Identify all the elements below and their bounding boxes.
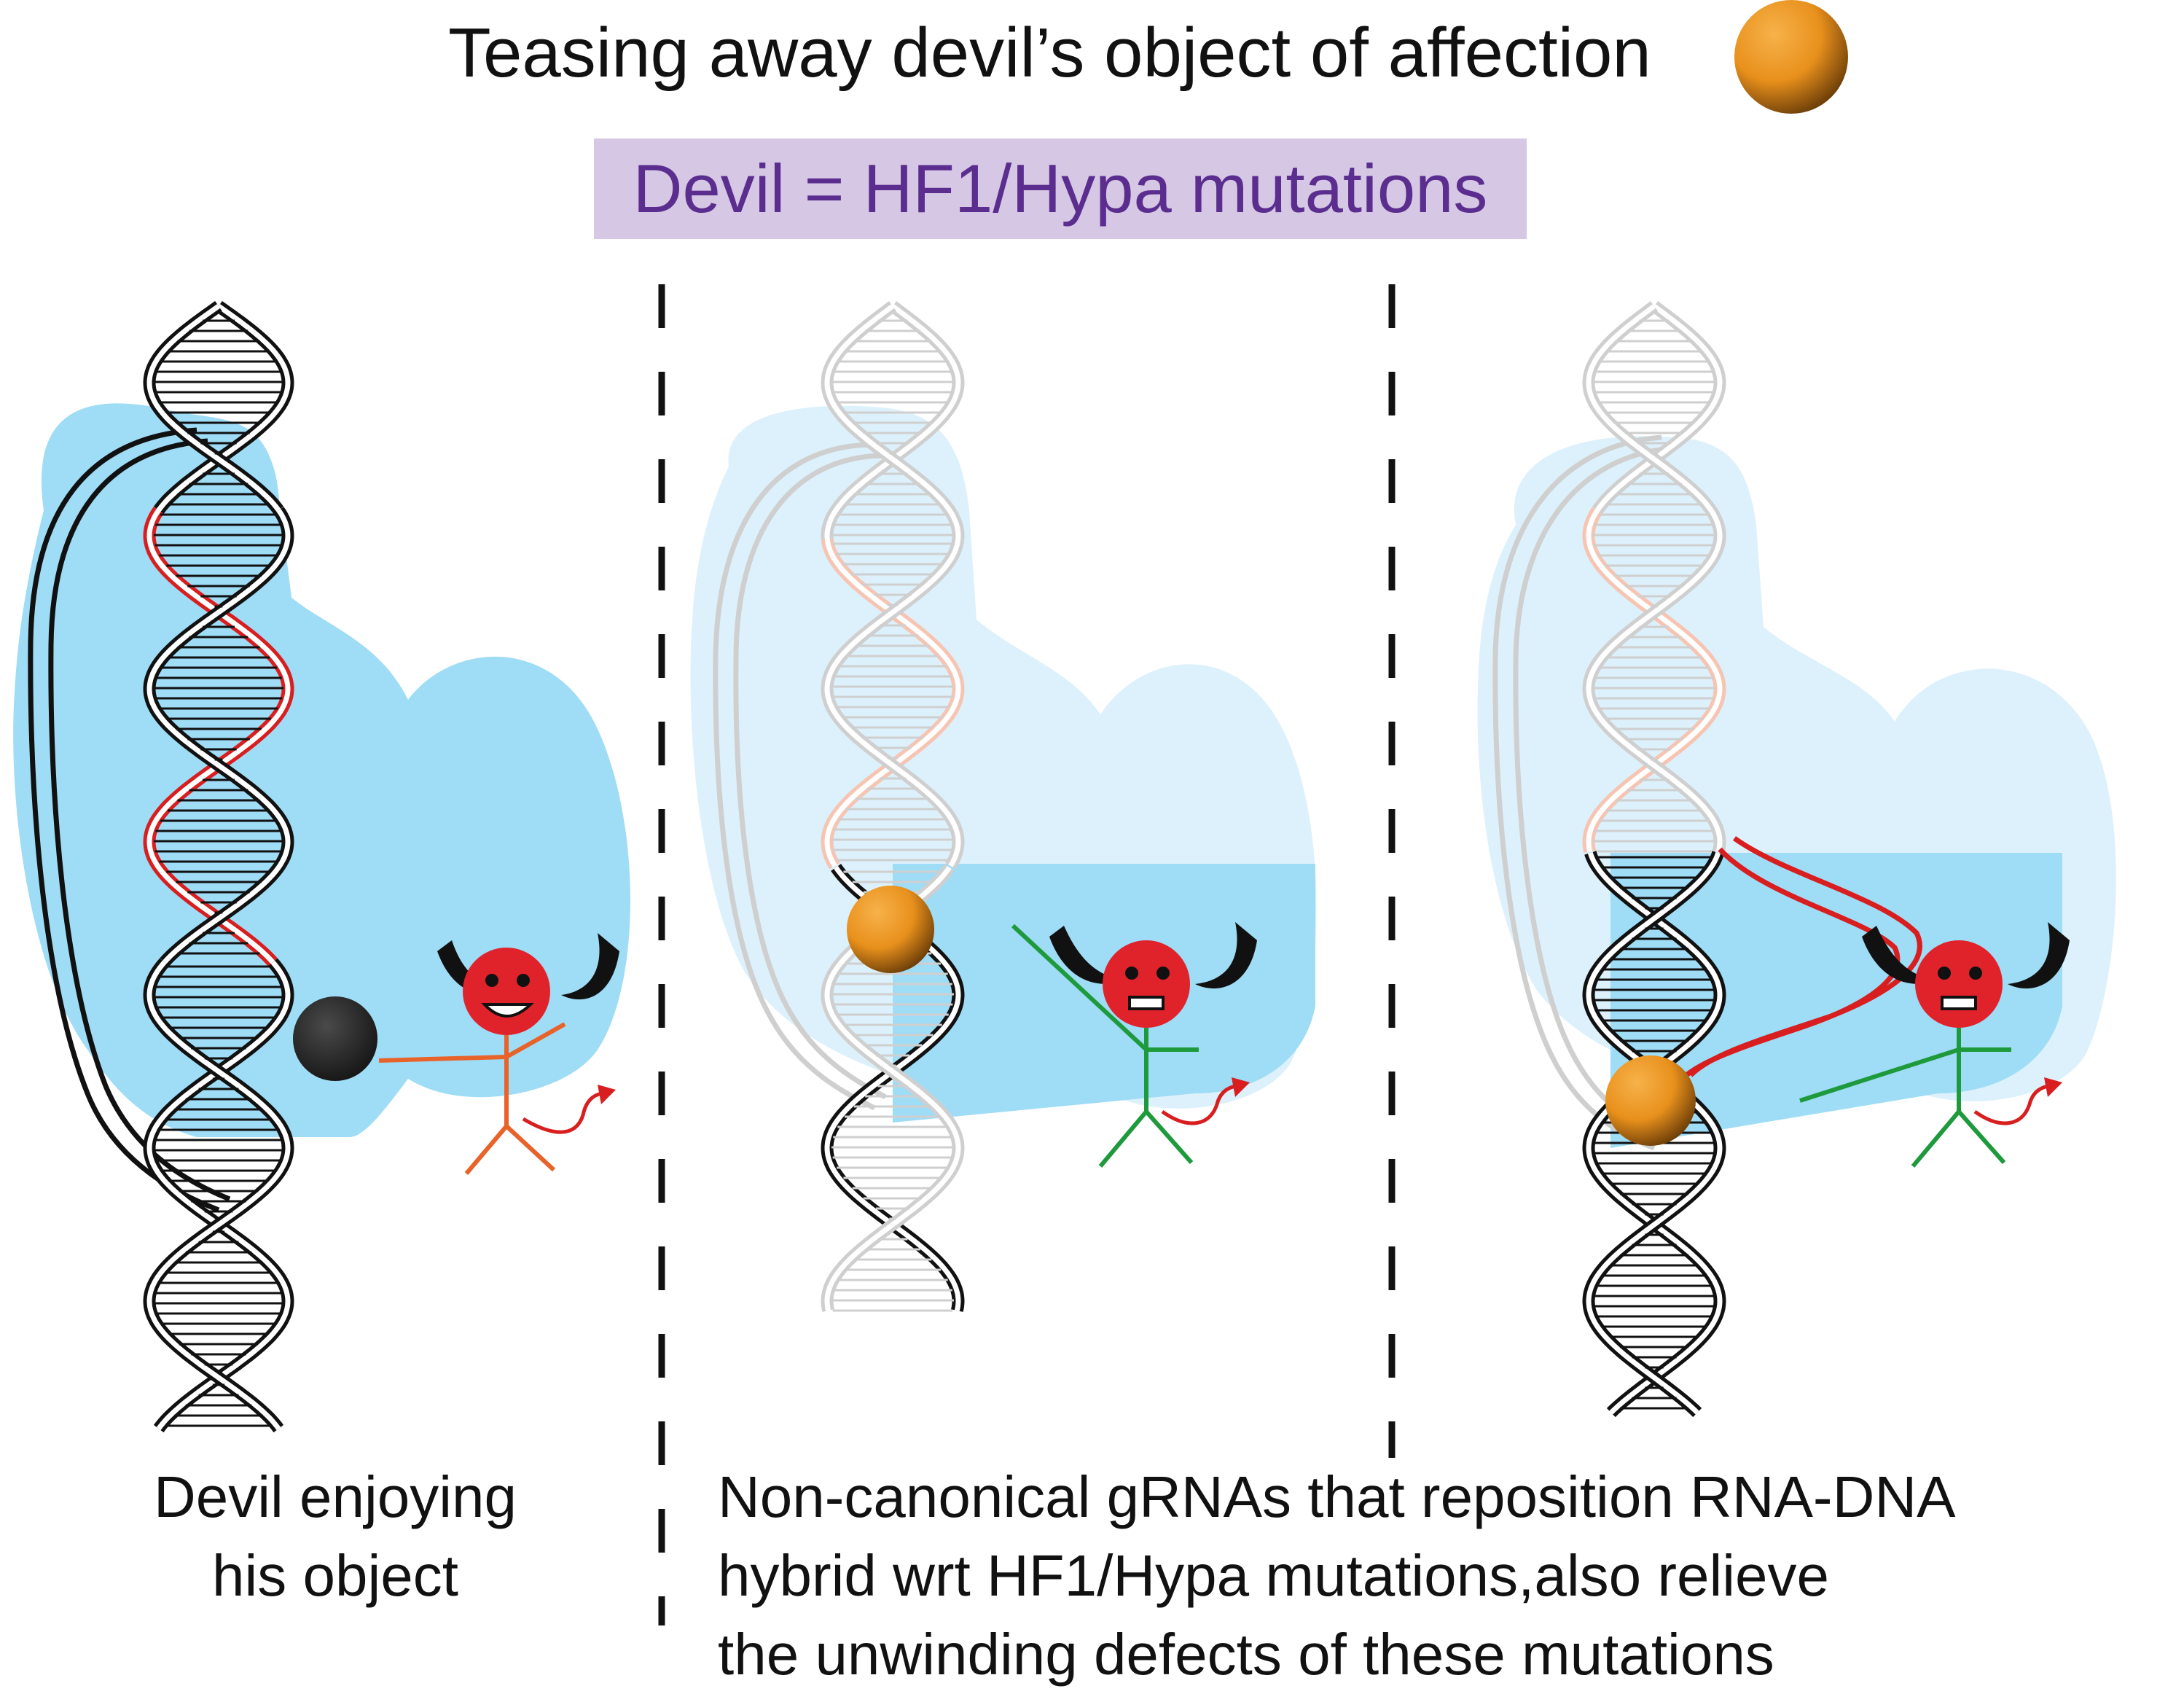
helix-strand [824, 539, 961, 867]
non-target-strand-3b [1513, 445, 1673, 1140]
devil-tail-tip [1232, 1077, 1250, 1097]
devil-smile [481, 1003, 534, 1018]
devil-leg-right [1144, 1110, 1194, 1164]
devil-frown [1128, 996, 1165, 1010]
non-target-strand-3 [1492, 434, 1662, 1151]
devil-horn-left [437, 940, 510, 996]
devil-tail-tip [598, 1085, 616, 1104]
devil-eye-left [1938, 967, 1951, 980]
dark-ball-1 [293, 996, 377, 1081]
non-target-strand-1 [28, 427, 220, 1213]
ball-2 [847, 886, 934, 973]
helix-strand [146, 960, 291, 1431]
caption-left-line-1: Devil enjoying [153, 1464, 517, 1529]
devil-angry-2 [1011, 922, 1257, 1168]
helix-strand [146, 509, 291, 964]
devil-eye-left [485, 974, 498, 987]
ball-3 [1605, 1055, 1696, 1146]
dna-helix-3 [1582, 301, 1726, 1418]
devil-tail [1161, 1084, 1240, 1125]
devil-frown [1941, 996, 1977, 1010]
devil-leg-left [1098, 1110, 1148, 1168]
figure-title: Teasing away devil’s object of affection [448, 13, 1651, 93]
devil-horn-left [1049, 926, 1126, 984]
rna-displaced-3b [1688, 836, 1922, 1077]
devil-eye-right [517, 974, 530, 987]
devil-horn-right [561, 933, 619, 1000]
devil-eye-left [1125, 967, 1138, 980]
caption-left: Devil enjoying his object [109, 1458, 561, 1615]
caption-right-line-3: the unwinding defects of these mutations [718, 1622, 1774, 1687]
helix-strand [1595, 304, 1723, 512]
helix-strand [824, 304, 961, 540]
dna-helix-1 [143, 301, 294, 1433]
caption-left-line-2: his object [212, 1543, 458, 1608]
devil-eye-right [1156, 967, 1170, 980]
non-target-strand-2b [733, 453, 887, 1100]
helix-strand [156, 304, 291, 512]
devil-arm-right [505, 1022, 566, 1059]
devil-horn-right [1195, 922, 1257, 989]
caption-right-line-2: hybrid wrt HF1/Hypa mutations,also relie… [718, 1543, 1830, 1608]
devil-leg-left [464, 1125, 509, 1175]
helix-strand [1586, 509, 1723, 852]
title-text: Teasing away devil’s object of affection [448, 14, 1651, 92]
devil-tail [1973, 1084, 2052, 1125]
helix-strand [146, 509, 291, 964]
helix-strand [1586, 304, 1713, 512]
title-ball-icon [1734, 0, 1848, 114]
caption-right-line-1: Non-canonical gRNAs that reposition RNA-… [718, 1464, 1956, 1529]
cas9-protein-3-lower [1610, 853, 2062, 1148]
helix-strand [146, 960, 291, 1431]
devil-label-text: Devil = HF1/Hypa mutations [633, 150, 1488, 227]
helix-strand [824, 304, 961, 540]
helix-strand [1586, 509, 1723, 852]
devil-leg-right [1957, 1110, 2006, 1164]
devil-leg-right [504, 1124, 556, 1172]
devil-arm-left [1799, 1047, 1960, 1103]
helix-strand [146, 304, 281, 512]
helix-strand [824, 539, 961, 867]
devil-face [1103, 940, 1190, 1028]
panel-2 [690, 301, 1317, 1312]
dna-helix-2 [821, 301, 965, 1312]
devil-horn-right [2008, 922, 2070, 989]
devil-face [463, 948, 550, 1035]
devil-definition-label: Devil = HF1/Hypa mutations [594, 138, 1527, 239]
devil-happy [378, 933, 619, 1175]
panel-1 [13, 301, 630, 1433]
helix-strand [1586, 851, 1723, 1415]
devil-leg-left [1911, 1110, 1961, 1168]
devil-arm-left [378, 1055, 507, 1063]
devil-horn-left [1862, 926, 1938, 984]
panel-3 [1477, 301, 2116, 1418]
devil-eye-right [1969, 967, 1982, 980]
devil-arm-left [1011, 924, 1148, 1052]
devil-tail [522, 1091, 606, 1134]
non-target-strand-2 [713, 442, 876, 1111]
caption-right: Non-canonical gRNAs that reposition RNA-… [718, 1458, 2175, 1694]
devil-angry-3 [1799, 922, 2070, 1168]
devil-tail-tip [2044, 1077, 2062, 1097]
devil-face [1915, 940, 2003, 1028]
helix-strand [1586, 851, 1723, 1415]
